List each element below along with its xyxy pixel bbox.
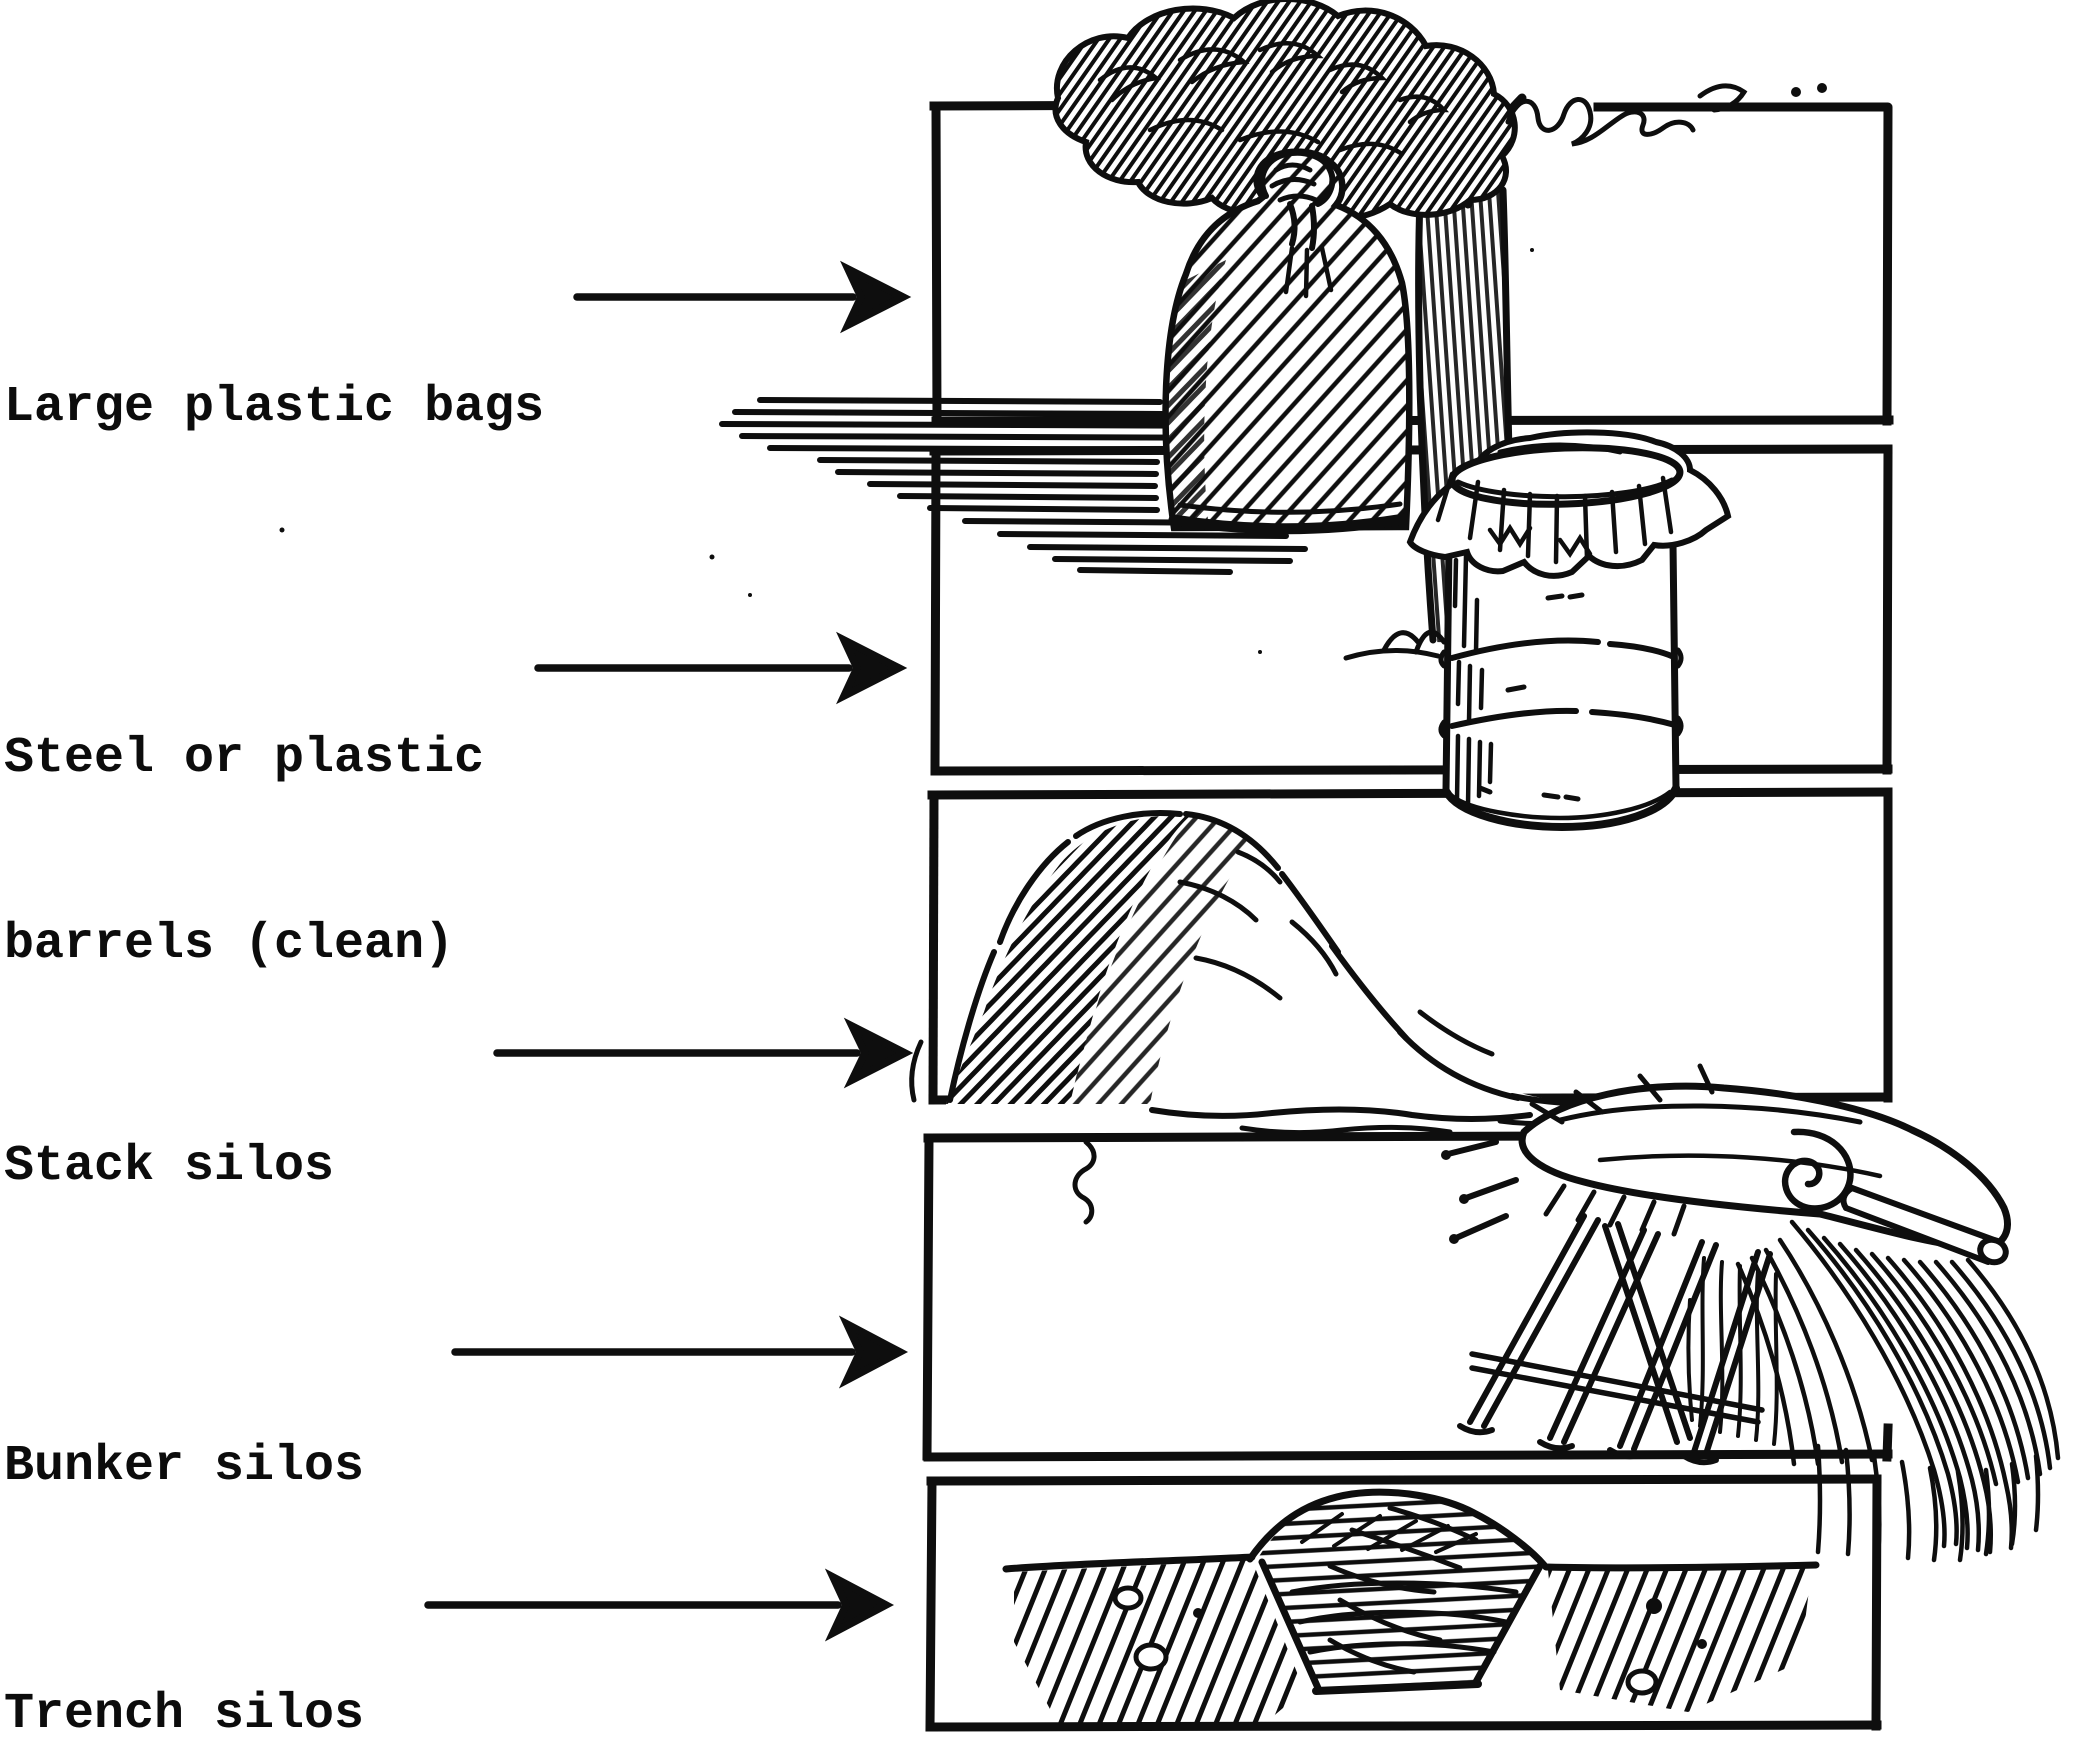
arrow-steel-or-plastic-barrels	[534, 631, 908, 705]
panel-trench-silos	[925, 1474, 1882, 1732]
bunker-silo-illustration	[1441, 1063, 2061, 1563]
stone	[1625, 1668, 1659, 1696]
label-text: Large plastic bags	[4, 379, 545, 436]
stone	[1193, 1608, 1203, 1618]
label-bunker-silos: Bunker silos	[4, 1312, 364, 1622]
label-text: Trench silos	[4, 1686, 365, 1738]
label-text: Steel or plastic	[4, 730, 485, 787]
rolled-tarp-spiral	[1781, 1128, 1854, 1212]
plastic-bag-illustration	[719, 148, 1413, 575]
label-stack-silos: Stack silos	[4, 1012, 334, 1322]
arrow-large-plastic-bags	[573, 260, 912, 334]
ground-shadow-streaks	[719, 397, 1308, 575]
stack-silo-illustration	[909, 809, 1641, 1225]
barrel-illustration	[1406, 429, 1732, 832]
label-steel-or-plastic-barrels: Steel or plastic barrels (clean)	[4, 604, 484, 1100]
stone	[1646, 1598, 1662, 1614]
hay-sweep	[1735, 1219, 2061, 1563]
label-text: Stack silos	[4, 1138, 335, 1195]
vine-squiggle	[1505, 83, 1748, 147]
stone	[1112, 1585, 1144, 1611]
scan-specks	[279, 248, 1534, 654]
label-text: barrels (clean)	[4, 916, 455, 973]
arrow-stack-silos	[493, 1017, 914, 1089]
stone	[1133, 1642, 1169, 1672]
arrow-bunker-silos	[451, 1315, 909, 1389]
stone	[1697, 1639, 1707, 1649]
bag-knot	[1259, 149, 1336, 207]
label-text: Bunker silos	[4, 1438, 365, 1495]
label-trench-silos: Trench silos	[4, 1560, 364, 1738]
label-large-plastic-bags: Large plastic bags	[4, 253, 544, 563]
hanging-hay	[1686, 1256, 1779, 1446]
trench-silo-illustration	[1002, 1488, 1820, 1726]
arrow-trench-silos	[424, 1568, 895, 1642]
